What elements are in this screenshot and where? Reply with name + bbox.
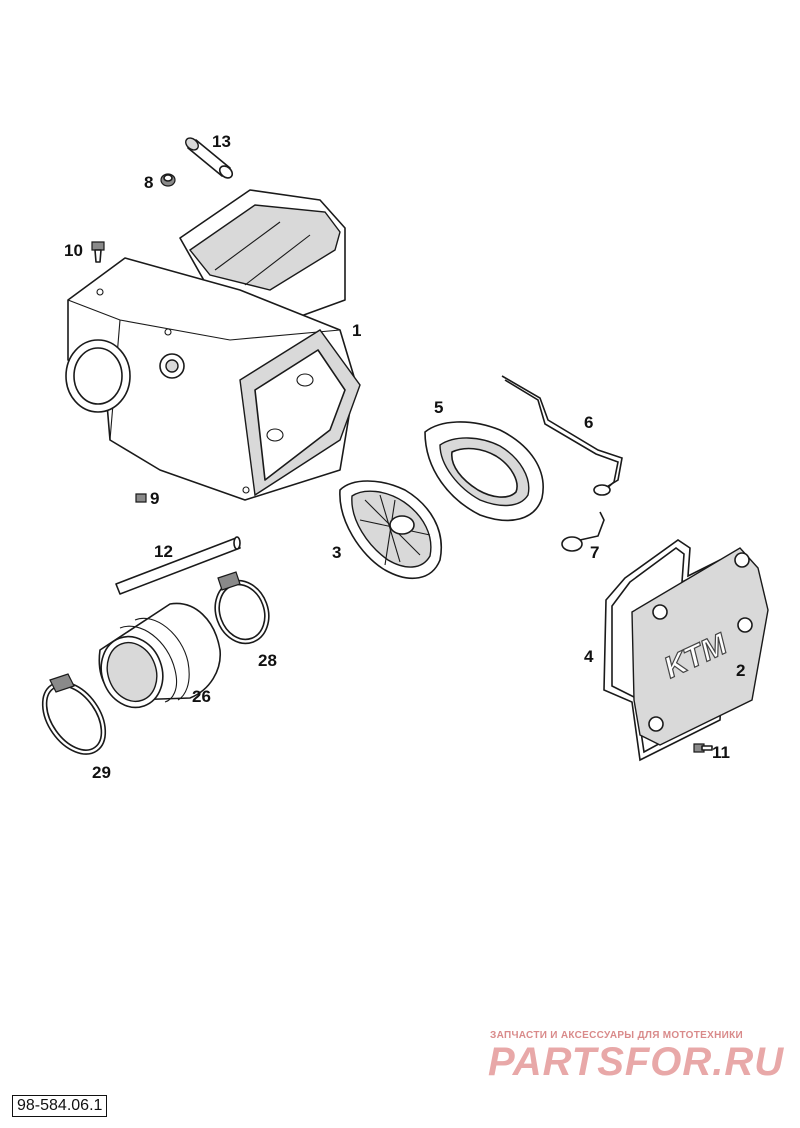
part-10-screw	[91, 241, 105, 263]
part-3-filter-cage	[339, 480, 442, 579]
callout-11: 11	[712, 743, 730, 762]
callout-26: 26	[192, 687, 211, 706]
part-5-filter	[424, 421, 544, 522]
watermark-logo: PARTSFOR.RU	[488, 1040, 785, 1084]
part-9-screw	[135, 493, 147, 503]
part-1-airbox	[65, 189, 361, 501]
part-11-screw	[693, 743, 713, 753]
part-26-sleeve	[98, 602, 221, 709]
callout-29: 29	[92, 763, 111, 782]
callout-4: 4	[584, 647, 594, 666]
callout-9: 9	[150, 489, 159, 508]
callout-28: 28	[258, 651, 277, 670]
callout-5: 5	[434, 398, 443, 417]
part-13-hose	[185, 137, 234, 179]
watermark-caption: ЗАПЧАСТИ И АКСЕССУАРЫ ДЛЯ МОТОТЕХНИКИ	[490, 1030, 743, 1041]
part-12-strip	[115, 536, 241, 595]
callout-12: 12	[154, 542, 173, 561]
callout-3: 3	[332, 543, 341, 562]
part-29-clamp	[41, 673, 107, 755]
callout-2: 2	[736, 661, 745, 680]
part-6-wire-bracket	[501, 375, 623, 496]
callout-7: 7	[590, 543, 599, 562]
drawing-number: 98-584.06.1	[12, 1095, 108, 1117]
part-2-side-cover: KTM	[631, 547, 769, 746]
callout-10: 10	[64, 241, 83, 260]
part-7-pin	[561, 511, 605, 552]
callout-6: 6	[584, 413, 593, 432]
part-8-grommet	[160, 173, 176, 187]
callout-8: 8	[144, 173, 153, 192]
callout-13: 13	[212, 132, 231, 151]
callout-1: 1	[352, 321, 361, 340]
part-28-clamp	[214, 571, 270, 645]
